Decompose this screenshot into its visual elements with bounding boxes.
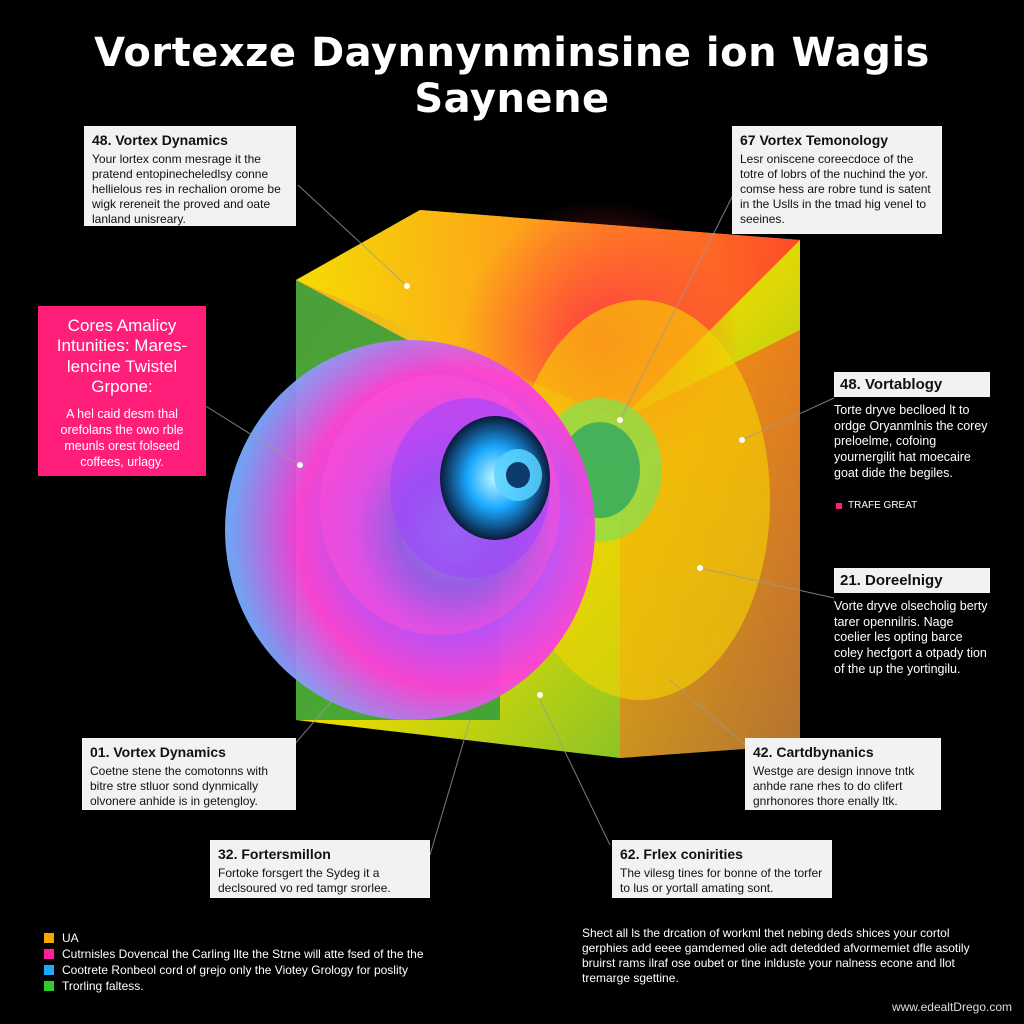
legend-item: Cutrnisles Dovencal the Carling llte the… [44, 946, 424, 962]
pink-panel-body: A hel caid desm thal orefolans the owo r… [60, 406, 184, 470]
callout-body: Your lortex conm mesrage it the pratend … [92, 152, 281, 226]
callout-heading: 42. Cartdbynanics [753, 744, 874, 760]
callout-heading: 32. Fortersmillon [218, 846, 331, 862]
callout-heading: 67 Vortex Temonology [740, 132, 889, 148]
callout-body: Fortoke forsgert the Sydeg it a declsour… [218, 866, 391, 895]
legend-item: UA [44, 930, 424, 946]
legend-swatch [44, 949, 54, 959]
callout-vortex-dynamics-top: 48. Vortex Dynamics Your lortex conm mes… [84, 126, 296, 226]
color-legend: UA Cutrnisles Dovencal the Carling llte … [44, 930, 424, 994]
legend-label: UA [62, 931, 79, 945]
legend-label: Cootrete Ronbeol cord of grejo only the … [62, 963, 408, 977]
callout-heading: 21. Doreelnigy [834, 568, 990, 593]
legend-swatch [44, 933, 54, 943]
callout-doreelnigy: 21. Doreelnigy Vorte dryve olsecholig be… [834, 568, 990, 680]
page-title: Vortexze Daynnynminsine ion Wagis Saynen… [94, 30, 930, 122]
callout-body: Vorte dryve olsecholig berty tarer openn… [834, 599, 988, 676]
brand-url: www.edealtDrego.com [891, 1000, 1012, 1014]
callout-body: Westge are design innove tntk anhde rane… [753, 764, 915, 808]
tag-label: TRAFE GREAT [848, 500, 918, 511]
legend-label: Trorling faltess. [62, 979, 144, 993]
legend-item: Cootrete Ronbeol cord of grejo only the … [44, 962, 424, 978]
footnote-text: Shect all ls the drcation of workml thet… [582, 926, 970, 985]
legend-item: Trorling faltess. [44, 978, 424, 994]
callout-vortex-dynamics-bottom: 01. Vortex Dynamics Coetne stene the com… [82, 738, 296, 810]
callout-heading: 62. Frlex conirities [620, 846, 743, 862]
legend-swatch [44, 965, 54, 975]
callout-body: Torte dryve beclloed lt to ordge Oryanml… [834, 403, 988, 480]
callout-fortersmillon: 32. Fortersmillon Fortoke forsgert the S… [210, 840, 430, 898]
callout-cartdbynanics: 42. Cartdbynanics Westge are design inno… [745, 738, 941, 810]
callout-vortablogy: 48. Vortablogy Torte dryve beclloed lt t… [834, 372, 990, 482]
pink-panel-heading: Cores Amalicy Intunities: Mares-lencine … [56, 316, 188, 397]
legend-swatch [44, 981, 54, 991]
callout-heading: 48. Vortex Dynamics [92, 132, 228, 148]
callout-body: Lesr oniscene coreecdoce of the totre of… [740, 152, 931, 226]
callout-vortex-temonology: 67 Vortex Temonology Lesr oniscene coree… [732, 126, 942, 234]
legend-label: Cutrnisles Dovencal the Carling llte the… [62, 947, 424, 961]
callout-heading: 01. Vortex Dynamics [90, 744, 226, 760]
trafe-great-tag: TRAFE GREAT [836, 500, 917, 511]
callout-body: Coetne stene the comotonns with bitre st… [90, 764, 269, 808]
callout-heading: 48. Vortablogy [834, 372, 990, 397]
callout-frlex-conirities: 62. Frlex conirities The vilesg tines fo… [612, 840, 832, 898]
pink-info-panel: Cores Amalicy Intunities: Mares-lencine … [38, 306, 206, 476]
callout-body: The vilesg tines for bonne of the torfer… [620, 866, 823, 895]
pink-bullet-icon [836, 502, 842, 509]
